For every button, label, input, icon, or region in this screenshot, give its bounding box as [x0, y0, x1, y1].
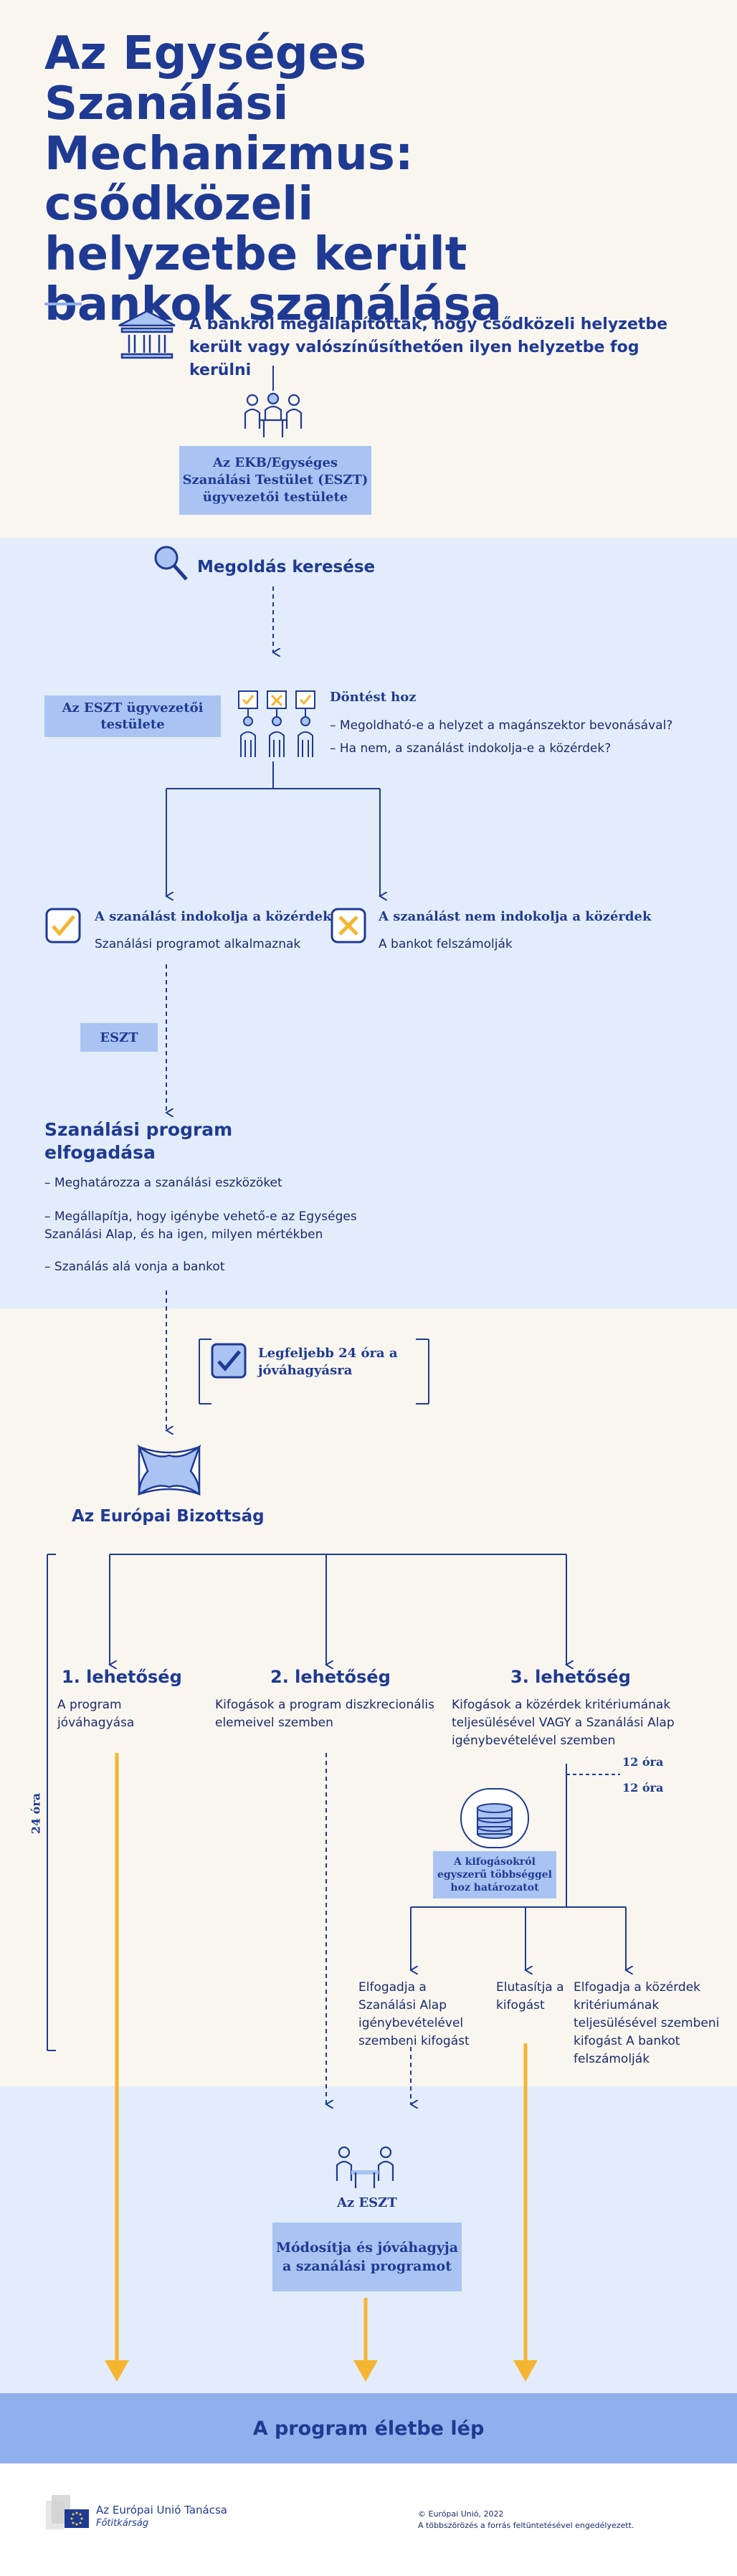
yes-text: Szanálási programot alkalmaznak [95, 937, 301, 951]
program-heading: Szanálási program elfogadása [44, 1119, 233, 1163]
footer-note: A többszörözés a forrás feltüntetésével … [418, 2521, 634, 2530]
meeting-people-icon [242, 391, 304, 442]
title-underline [44, 303, 82, 305]
hours-12-second: 12 óra [622, 1781, 664, 1795]
outcome-accept-fund: Elfogadja a Szanálási Alap igénybevételé… [358, 1980, 470, 2048]
footer-org: Az Európai Unió Tanácsa [96, 2504, 227, 2516]
option-3-title: 3. lehetőség [510, 1667, 631, 1687]
commission-label: Az Európai Bizottság [72, 1507, 265, 1526]
coins-icon [459, 1787, 531, 1850]
side-24h-label: 24 óra [29, 1792, 43, 1835]
resolution-band [0, 538, 737, 1308]
modify-box: Módosítja és jóváhagyja a szanálási prog… [272, 2223, 462, 2291]
council-box: A kifogásokról egyszerű többséggel hoz h… [433, 1851, 556, 1898]
commission-band [0, 1308, 737, 2086]
eszt-people-icon [334, 2144, 396, 2191]
page-title: Az Egységes Szanálási Mechanizmus: csődk… [44, 27, 502, 331]
outcome-reject: Elutasítja a kifogást [496, 1980, 564, 2012]
eszt-board-box: Az ESZT ügyvezetői testülete [44, 695, 221, 737]
voting-icon [237, 688, 317, 760]
no-heading: A szanálást nem indokolja a közérdek [379, 909, 652, 924]
ekb-eszt-box: Az EKB/Egységes Szanálási Testület (ESZT… [179, 446, 371, 515]
check-icon [44, 907, 82, 944]
commission-building-icon [135, 1440, 204, 1501]
footer-copyright: © Európai Unió, 2022 [418, 2509, 504, 2519]
option-1-text: A program jóváhagyása [57, 1698, 135, 1730]
hours-12-first: 12 óra [622, 1755, 664, 1769]
decision-question-1: – Megoldható-e a helyzet a magánszektor … [330, 718, 673, 733]
intro-text: A bankról megállapították, hogy csődköze… [189, 315, 668, 379]
max-time-text: Legfeljebb 24 óra a jóváhagyásra [258, 1346, 398, 1378]
final-bar: A program életbe lép [0, 2393, 737, 2463]
option-2-title: 2. lehetőség [270, 1667, 391, 1687]
option-3-text: Kifogások a közérdek kritériumának telje… [452, 1698, 675, 1748]
option-2-text: Kifogások a program diszkrecionális elem… [215, 1698, 434, 1730]
program-bullet-2: – Megállapítja, hogy igénybe vehető-e az… [44, 1209, 357, 1242]
program-bullet-1: – Meghatározza a szanálási eszközöket [44, 1176, 282, 1190]
bank-icon [116, 308, 178, 364]
decision-heading: Döntést hoz [330, 690, 417, 705]
decision-question-2: – Ha nem, a szanálást indokolja-e a közé… [330, 741, 612, 756]
footer-sub: Főtitkárság [96, 2518, 149, 2529]
eszt-box: ESZT [80, 1023, 158, 1052]
yes-heading: A szanálást indokolja a közérdek [95, 909, 332, 924]
search-icon [152, 543, 189, 584]
outcome-accept-interest: Elfogadja a közérdek kritériumának telje… [574, 1980, 720, 2066]
search-label: Megoldás keresése [197, 558, 376, 576]
no-text: A bankot felszámolják [379, 937, 513, 951]
council-logo [44, 2494, 90, 2531]
eszt-label: Az ESZT [337, 2195, 397, 2210]
cross-icon [330, 907, 367, 944]
checkbox-icon [210, 1342, 247, 1379]
option-1-title: 1. lehetőség [62, 1667, 182, 1687]
program-bullet-3: – Szanálás alá vonja a bankot [44, 1260, 225, 1274]
